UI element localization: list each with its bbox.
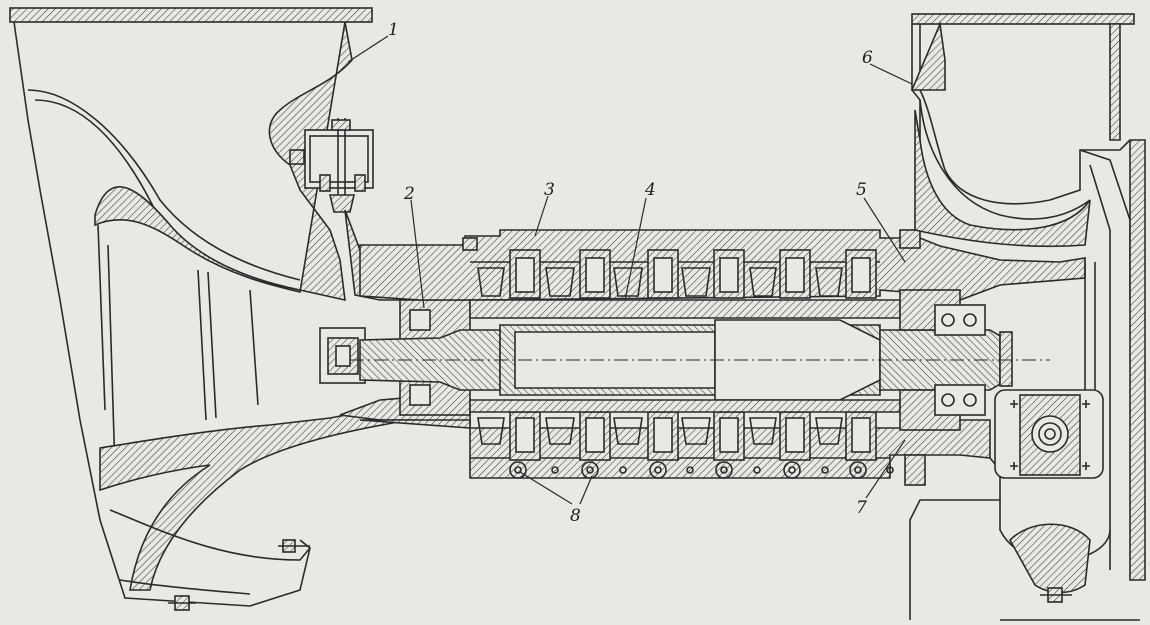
callout-2: 2 — [404, 184, 415, 204]
callout-4: 4 — [645, 180, 656, 200]
outlet-casing — [909, 13, 1146, 621]
blade-stages-lower — [469, 399, 901, 479]
leader-lines — [347, 35, 913, 505]
callout-6: 6 — [862, 48, 873, 68]
blade-stages-upper — [469, 249, 901, 319]
upper-bearing-box — [304, 118, 374, 213]
side-flange-plate — [994, 389, 1104, 479]
rear-bearing-housing — [899, 229, 986, 486]
front-bearing-housing — [319, 209, 471, 426]
callout-3: 3 — [544, 180, 555, 200]
callout-5: 5 — [856, 180, 867, 200]
callout-8: 8 — [570, 506, 581, 526]
callout-7: 7 — [856, 498, 867, 518]
callout-1: 1 — [388, 20, 399, 40]
inlet-casing — [9, 7, 412, 611]
rotor-shaft — [350, 319, 1050, 401]
